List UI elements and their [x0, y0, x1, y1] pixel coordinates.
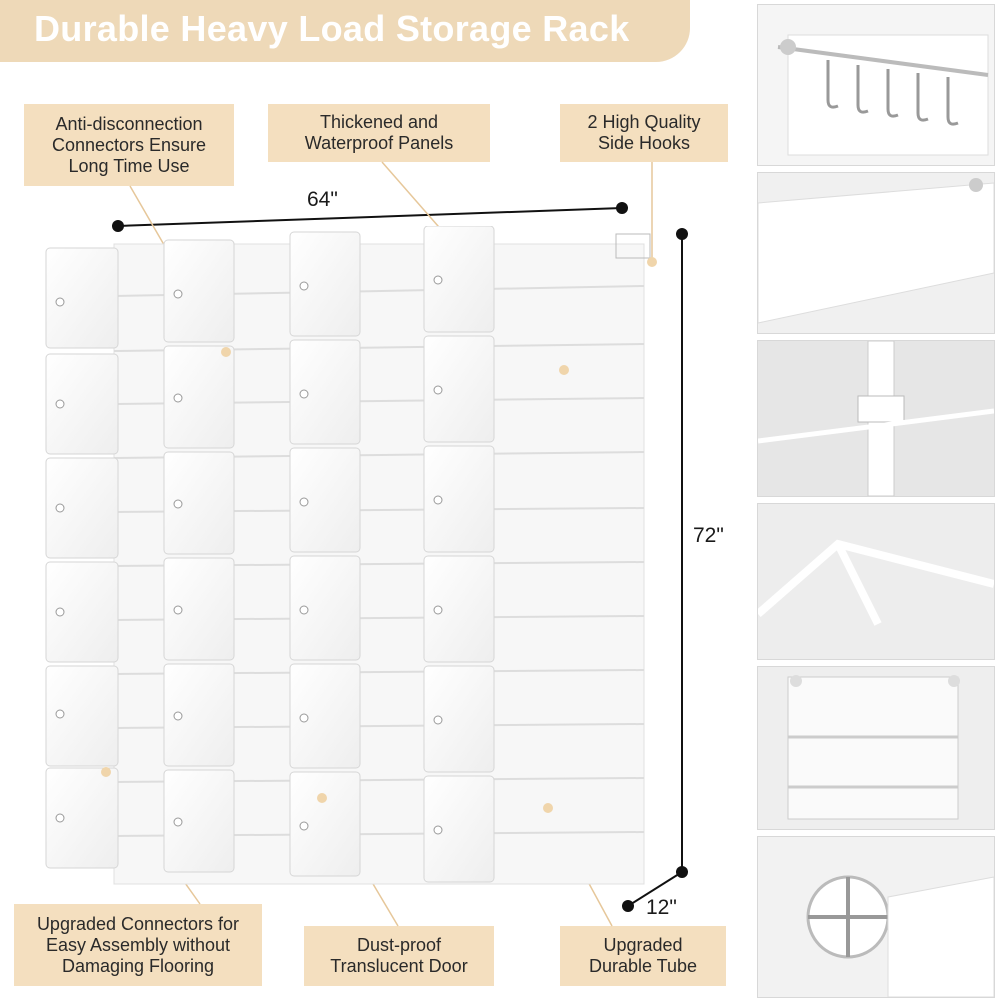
tube-joint-closeup — [757, 503, 995, 660]
callout-upgraded-connectors: Upgraded Connectors for Easy Assembly wi… — [14, 904, 262, 986]
callout-panels: Thickened and Waterproof Panels — [268, 104, 490, 162]
depth-dimension-label: 12" — [646, 896, 677, 919]
callout-tube: Upgraded Durable Tube — [560, 926, 726, 986]
storage-rack-illustration — [44, 225, 664, 906]
corner-connector-closeup — [757, 836, 995, 998]
connector-closeup — [757, 340, 995, 497]
side-hooks-closeup — [757, 4, 995, 166]
title-banner — [0, 0, 690, 62]
page-title: Durable Heavy Load Storage Rack — [34, 8, 630, 49]
cube-shelves-closeup — [757, 666, 995, 830]
callout-door: Dust-proof Translucent Door — [304, 926, 494, 986]
callout-hooks: 2 High Quality Side Hooks — [560, 104, 728, 162]
width-dimension-label: 64" — [307, 188, 338, 211]
thickened-panel-closeup — [757, 172, 995, 334]
height-dimension-label: 72" — [693, 524, 724, 547]
callout-connectors: Anti-disconnection Connectors Ensure Lon… — [24, 104, 234, 186]
